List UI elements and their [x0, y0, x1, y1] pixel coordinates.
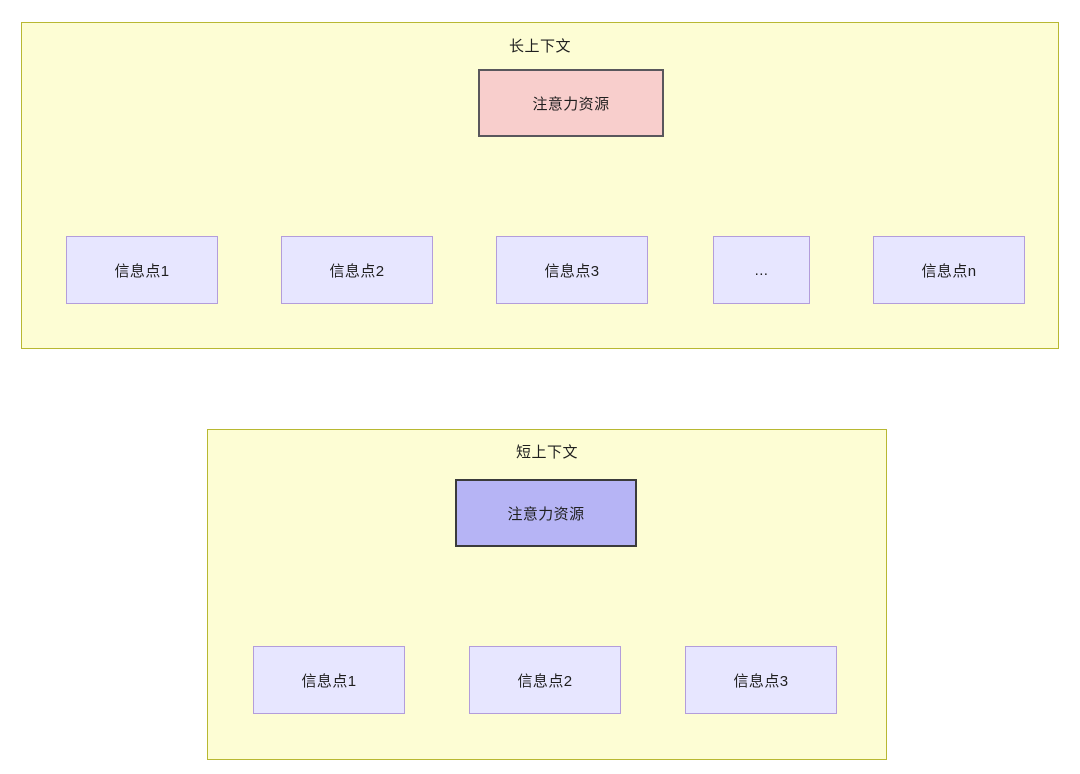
long-context-info-node-2[interactable]: 信息点2 [281, 236, 433, 304]
short-context-info-node-3[interactable]: 信息点3 [685, 646, 837, 714]
short-context-info-node-1[interactable]: 信息点1 [253, 646, 405, 714]
long-context-info-node-1[interactable]: 信息点1 [66, 236, 218, 304]
short-context-info-node-2[interactable]: 信息点2 [469, 646, 621, 714]
long-context-attention-node[interactable]: 注意力资源 [478, 69, 664, 137]
long-context-info-node-n[interactable]: 信息点n [873, 236, 1025, 304]
long-context-title: 长上下文 [508, 38, 571, 55]
short-context-attention-node[interactable]: 注意力资源 [455, 479, 637, 547]
long-context-info-node-ellipsis[interactable]: ... [713, 236, 810, 304]
long-context-info-node-3[interactable]: 信息点3 [496, 236, 648, 304]
short-context-title: 短上下文 [515, 444, 578, 461]
